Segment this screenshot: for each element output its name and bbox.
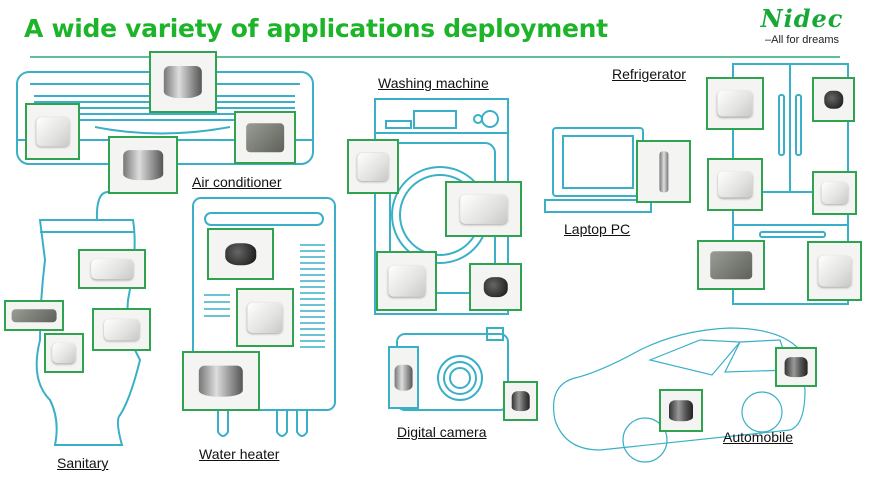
photo-wm-valve-unit [347, 139, 399, 194]
motor-image [52, 343, 76, 363]
header-rule [30, 56, 840, 58]
photo-sanitary-valve [78, 249, 146, 289]
photo-wm-motor-unit [469, 263, 522, 311]
photo-wm-drain-pump [376, 251, 437, 311]
label-water-heater: Water heater [199, 446, 280, 462]
photo-wh-gear-unit [236, 288, 294, 347]
photo-auto-stepping-motor [775, 347, 817, 387]
pump-image [387, 265, 426, 297]
photo-camera-micro-motor [388, 346, 419, 409]
actuator-image [658, 150, 669, 193]
photo-wh-pump [207, 228, 274, 280]
motor-image [784, 357, 808, 377]
nidec-logo: Nidec –All for dreams [752, 4, 852, 47]
water-heater-outline [192, 197, 336, 437]
photo-fridge-sensor [812, 77, 855, 122]
label-refrigerator: Refrigerator [612, 66, 686, 82]
page-title: A wide variety of applications deploymen… [24, 14, 608, 43]
gear-motor-image [246, 122, 284, 153]
damper-image [717, 90, 753, 117]
photo-auto-gear-motor [659, 389, 703, 432]
label-sanitary: Sanitary [57, 455, 109, 471]
motor-image [669, 399, 693, 422]
toilet-outline [35, 191, 142, 446]
logo-tagline: –All for dreams [765, 34, 839, 46]
motor-image [163, 66, 203, 98]
gear-part-image [35, 116, 70, 147]
motor-image [123, 150, 163, 180]
motor-image [198, 365, 244, 397]
ice-tray-image [710, 251, 752, 279]
label-digital-camera: Digital camera [397, 424, 487, 440]
photo-fridge-pump [707, 158, 763, 211]
label-automobile: Automobile [723, 429, 794, 445]
label-laptop-pc: Laptop PC [564, 221, 631, 237]
logo-tagline-text: All for dreams [771, 34, 839, 46]
photo-fridge-switch [812, 171, 857, 215]
timer-image [817, 255, 852, 287]
photo-ac-gear-motor-unit [234, 111, 296, 164]
label-air-conditioner: Air conditioner [192, 174, 282, 190]
valve-image [91, 259, 133, 279]
motor-image [511, 391, 530, 411]
photo-ac-gear-part [25, 103, 80, 160]
photo-ac-stepping-motor-top [149, 51, 217, 113]
photo-camera-stepping-motor [503, 381, 538, 421]
photo-wh-stepping-motor [182, 351, 260, 411]
photo-wm-actuator [445, 181, 522, 237]
photo-fridge-damper [706, 77, 764, 130]
pump-image [718, 171, 752, 198]
photo-sanitary-gear-unit [92, 308, 151, 351]
photo-laptop-linear-actuator [636, 140, 691, 203]
photo-fridge-ice-tray [697, 240, 765, 290]
switch-image [821, 182, 848, 204]
motor-unit-image [483, 277, 508, 297]
valve-image [357, 152, 389, 181]
photo-sanitary-motor [44, 333, 84, 373]
micro-motor-image [394, 364, 413, 391]
photo-ac-stepping-motor-bottom [108, 136, 178, 194]
label-washing-machine: Washing machine [378, 75, 489, 91]
photo-sanitary-small-motors [4, 300, 64, 331]
small-motors-image [11, 308, 57, 323]
logo-brand: Nidec [760, 4, 844, 33]
sensor-image [823, 90, 844, 109]
actuator-image [459, 194, 508, 224]
photo-fridge-defrost-timer [807, 241, 862, 301]
pump-image [224, 243, 257, 265]
gear-unit-image [103, 318, 140, 341]
gear-unit-image [247, 302, 283, 333]
